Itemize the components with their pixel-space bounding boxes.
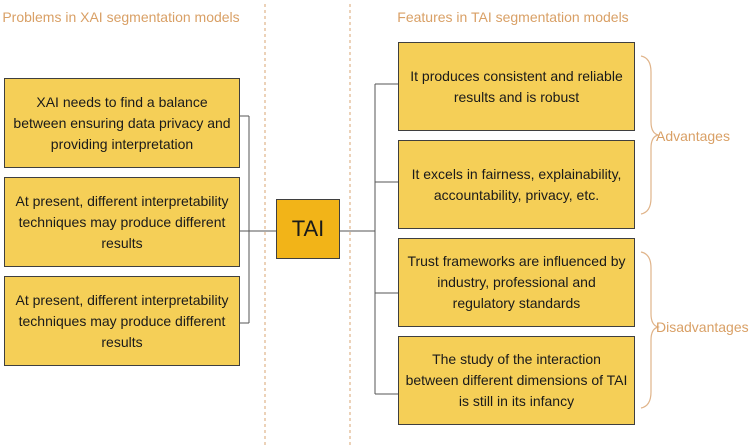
- advantages-label: Advantages: [656, 128, 730, 144]
- left-header: Problems in XAI segmentation models: [2, 9, 240, 25]
- right-header: Features in TAI segmentation models: [397, 9, 629, 25]
- feature-box-4: The study of the interaction between dif…: [398, 336, 635, 425]
- problem-box-3: At present, different interpretability t…: [4, 276, 240, 366]
- disadvantages-label: Disadvantages: [656, 319, 749, 335]
- feature-box-2: It excels in fairness, explainability, a…: [398, 140, 635, 229]
- tai-center-box: TAI: [276, 199, 340, 259]
- brace-disadvantages: [640, 251, 661, 409]
- feature-box-3: Trust frameworks are influenced by indus…: [398, 238, 635, 327]
- problem-box-2: At present, different interpretability t…: [4, 177, 240, 267]
- problem-box-1: XAI needs to find a balance between ensu…: [4, 78, 240, 168]
- brace-advantages: [640, 55, 661, 215]
- feature-box-1: It produces consistent and reliable resu…: [398, 42, 635, 131]
